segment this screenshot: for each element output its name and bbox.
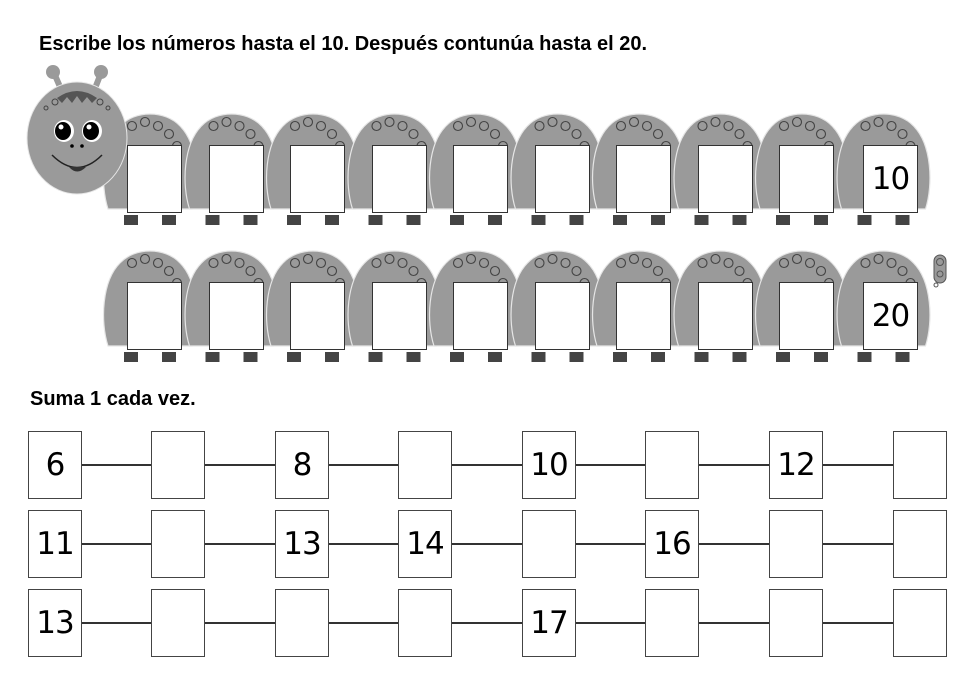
- number-box[interactable]: [371, 282, 427, 350]
- number-box[interactable]: [127, 282, 182, 350]
- caterpillar-illustration: [26, 65, 947, 363]
- number-box[interactable]: [779, 282, 834, 350]
- sequence-box: 11: [28, 510, 82, 578]
- connector-line: [80, 464, 895, 466]
- sequence-box[interactable]: [398, 431, 452, 499]
- sequence-box[interactable]: [893, 589, 947, 657]
- connector-line: [80, 543, 895, 545]
- sequence-box: 6: [28, 431, 82, 499]
- number-box-given: 20: [863, 282, 918, 350]
- sequence-box: 12: [769, 431, 823, 499]
- sequence-box: 14: [398, 510, 452, 578]
- sequence-box[interactable]: [398, 589, 452, 657]
- number-box[interactable]: [127, 145, 182, 213]
- sequence-box[interactable]: [151, 431, 205, 499]
- instruction-write-numbers: Escribe los números hasta el 10. Después…: [39, 33, 648, 55]
- number-box[interactable]: [534, 282, 590, 350]
- sequence-box: 10: [522, 431, 576, 499]
- number-box[interactable]: [697, 145, 753, 213]
- caterpillar-head: [26, 65, 128, 195]
- number-box[interactable]: [290, 145, 345, 213]
- number-box[interactable]: [453, 145, 508, 213]
- number-box[interactable]: [208, 145, 264, 213]
- number-box-given: 10: [863, 145, 918, 213]
- connector-line: [80, 622, 895, 624]
- number-box[interactable]: [290, 282, 345, 350]
- number-box[interactable]: [208, 282, 264, 350]
- number-box[interactable]: [534, 145, 590, 213]
- sequence-box[interactable]: [893, 431, 947, 499]
- number-box[interactable]: [453, 282, 508, 350]
- number-box[interactable]: [697, 282, 753, 350]
- number-box[interactable]: [779, 145, 834, 213]
- caterpillar-tail: [933, 254, 947, 288]
- number-box[interactable]: [371, 145, 427, 213]
- instruction-add-one: Suma 1 cada vez.: [30, 388, 196, 410]
- sequence-box[interactable]: [645, 589, 699, 657]
- sequence-box: 17: [522, 589, 576, 657]
- sequence-box: 13: [28, 589, 82, 657]
- sequence-box: 16: [645, 510, 699, 578]
- sequence-box[interactable]: [769, 589, 823, 657]
- number-box[interactable]: [616, 282, 671, 350]
- sequence-box[interactable]: [275, 589, 329, 657]
- number-box[interactable]: [616, 145, 671, 213]
- sequence-box: 13: [275, 510, 329, 578]
- sequence-box[interactable]: [522, 510, 576, 578]
- sequence-box[interactable]: [893, 510, 947, 578]
- sequence-box[interactable]: [151, 589, 205, 657]
- sequence-box: 8: [275, 431, 329, 499]
- sequence-box[interactable]: [151, 510, 205, 578]
- sequence-box[interactable]: [769, 510, 823, 578]
- sequence-box[interactable]: [645, 431, 699, 499]
